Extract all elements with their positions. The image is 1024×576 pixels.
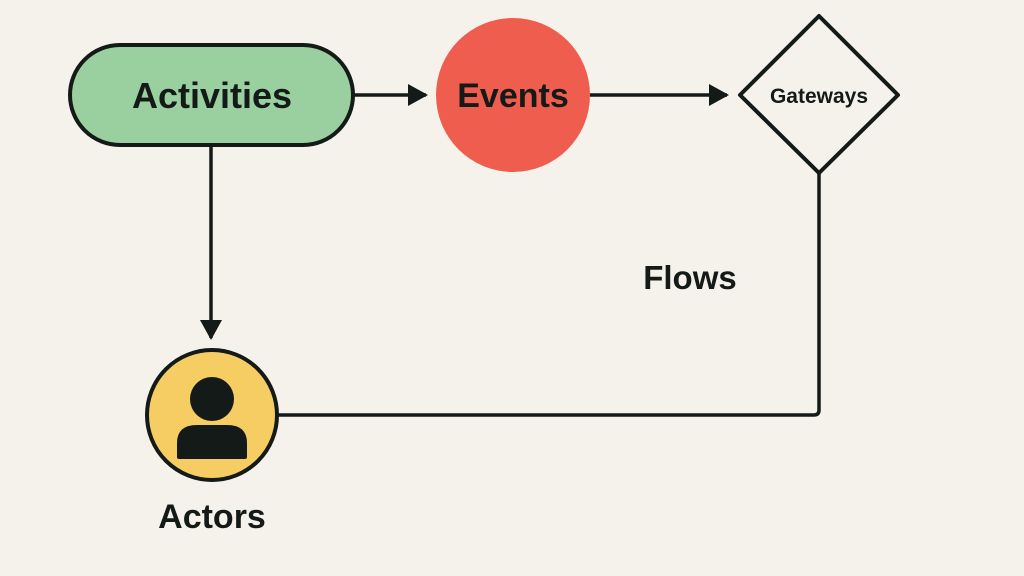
gateways-shape: [738, 14, 900, 175]
actors-label: Actors: [158, 498, 266, 536]
activities-label: Activities: [132, 75, 292, 116]
events-label: Events: [457, 77, 569, 115]
node-gateways[interactable]: Gateways: [738, 14, 900, 175]
edge-gateways-to-actors: [278, 172, 821, 417]
node-actors[interactable]: Actors: [145, 348, 279, 536]
gateways-label: Gateways: [770, 85, 868, 108]
events-shape: [436, 18, 590, 172]
person-icon: [177, 377, 247, 459]
activities-shape: [68, 43, 355, 147]
flows-label: Flows: [643, 259, 737, 296]
node-activities[interactable]: Activities: [68, 43, 355, 147]
node-events[interactable]: Events: [436, 18, 590, 172]
